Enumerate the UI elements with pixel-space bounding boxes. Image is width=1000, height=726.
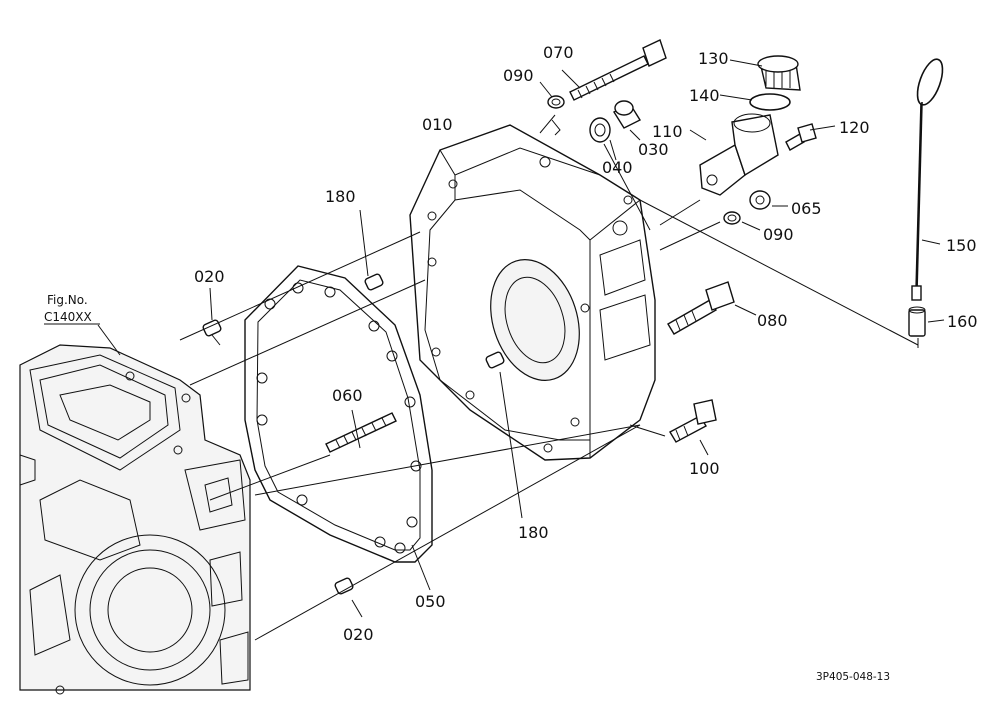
callout-140: 140 (689, 86, 720, 105)
dowel-180-lower (485, 351, 505, 369)
callout-040: 040 (602, 158, 633, 177)
seal-040 (589, 117, 611, 143)
drawing-number: 3P405-048-13 (816, 671, 890, 683)
bolt-070 (569, 39, 667, 101)
figure-ref-label-top: Fig.No. (47, 293, 88, 307)
pin-020-lower (334, 577, 354, 595)
callout-020-lower: 020 (343, 625, 374, 644)
bolt-100 (669, 399, 717, 443)
cap-160 (908, 306, 926, 337)
callout-180-upper: 180 (325, 187, 356, 206)
stud-060 (325, 412, 397, 453)
callout-050: 050 (415, 592, 446, 611)
callout-065: 065 (791, 199, 822, 218)
callout-100: 100 (689, 459, 720, 478)
leader-lines (97, 59, 945, 641)
washer-090-lower (723, 211, 741, 225)
callout-180-lower: 180 (518, 523, 549, 542)
callout-130: 130 (698, 49, 729, 68)
callout-020-upper: 020 (194, 267, 225, 286)
callout-080: 080 (757, 311, 788, 330)
figure-ref-label-bottom: C140XX (44, 310, 92, 324)
washer-090-upper (547, 95, 565, 109)
callout-010: 010 (422, 115, 453, 134)
pin-020-upper (202, 319, 222, 337)
plug-030 (612, 100, 642, 129)
callout-090-lower: 090 (763, 225, 794, 244)
callout-labels: 010 020 020 030 040 050 060 065 070 080 … (194, 43, 978, 644)
elbow-110 (699, 113, 779, 196)
callout-150: 150 (946, 236, 977, 255)
bolt-120 (785, 123, 817, 151)
nut-065 (749, 190, 771, 210)
housing-010 (409, 124, 656, 461)
bolt-080 (667, 281, 735, 335)
callout-110: 110 (652, 122, 683, 141)
dipstick-150 (911, 58, 944, 301)
callout-090-upper: 090 (503, 66, 534, 85)
cap-130 (757, 55, 801, 91)
transmission-case (19, 344, 251, 695)
callout-060: 060 (332, 386, 363, 405)
callout-120: 120 (839, 118, 870, 137)
figure-reference: Fig.No. C140XX (44, 293, 100, 325)
callout-070: 070 (543, 43, 574, 62)
callout-030: 030 (638, 140, 669, 159)
dowel-180-upper (364, 273, 384, 291)
gasket-050 (244, 265, 433, 563)
callout-160: 160 (947, 312, 978, 331)
o-ring-140 (749, 93, 791, 111)
